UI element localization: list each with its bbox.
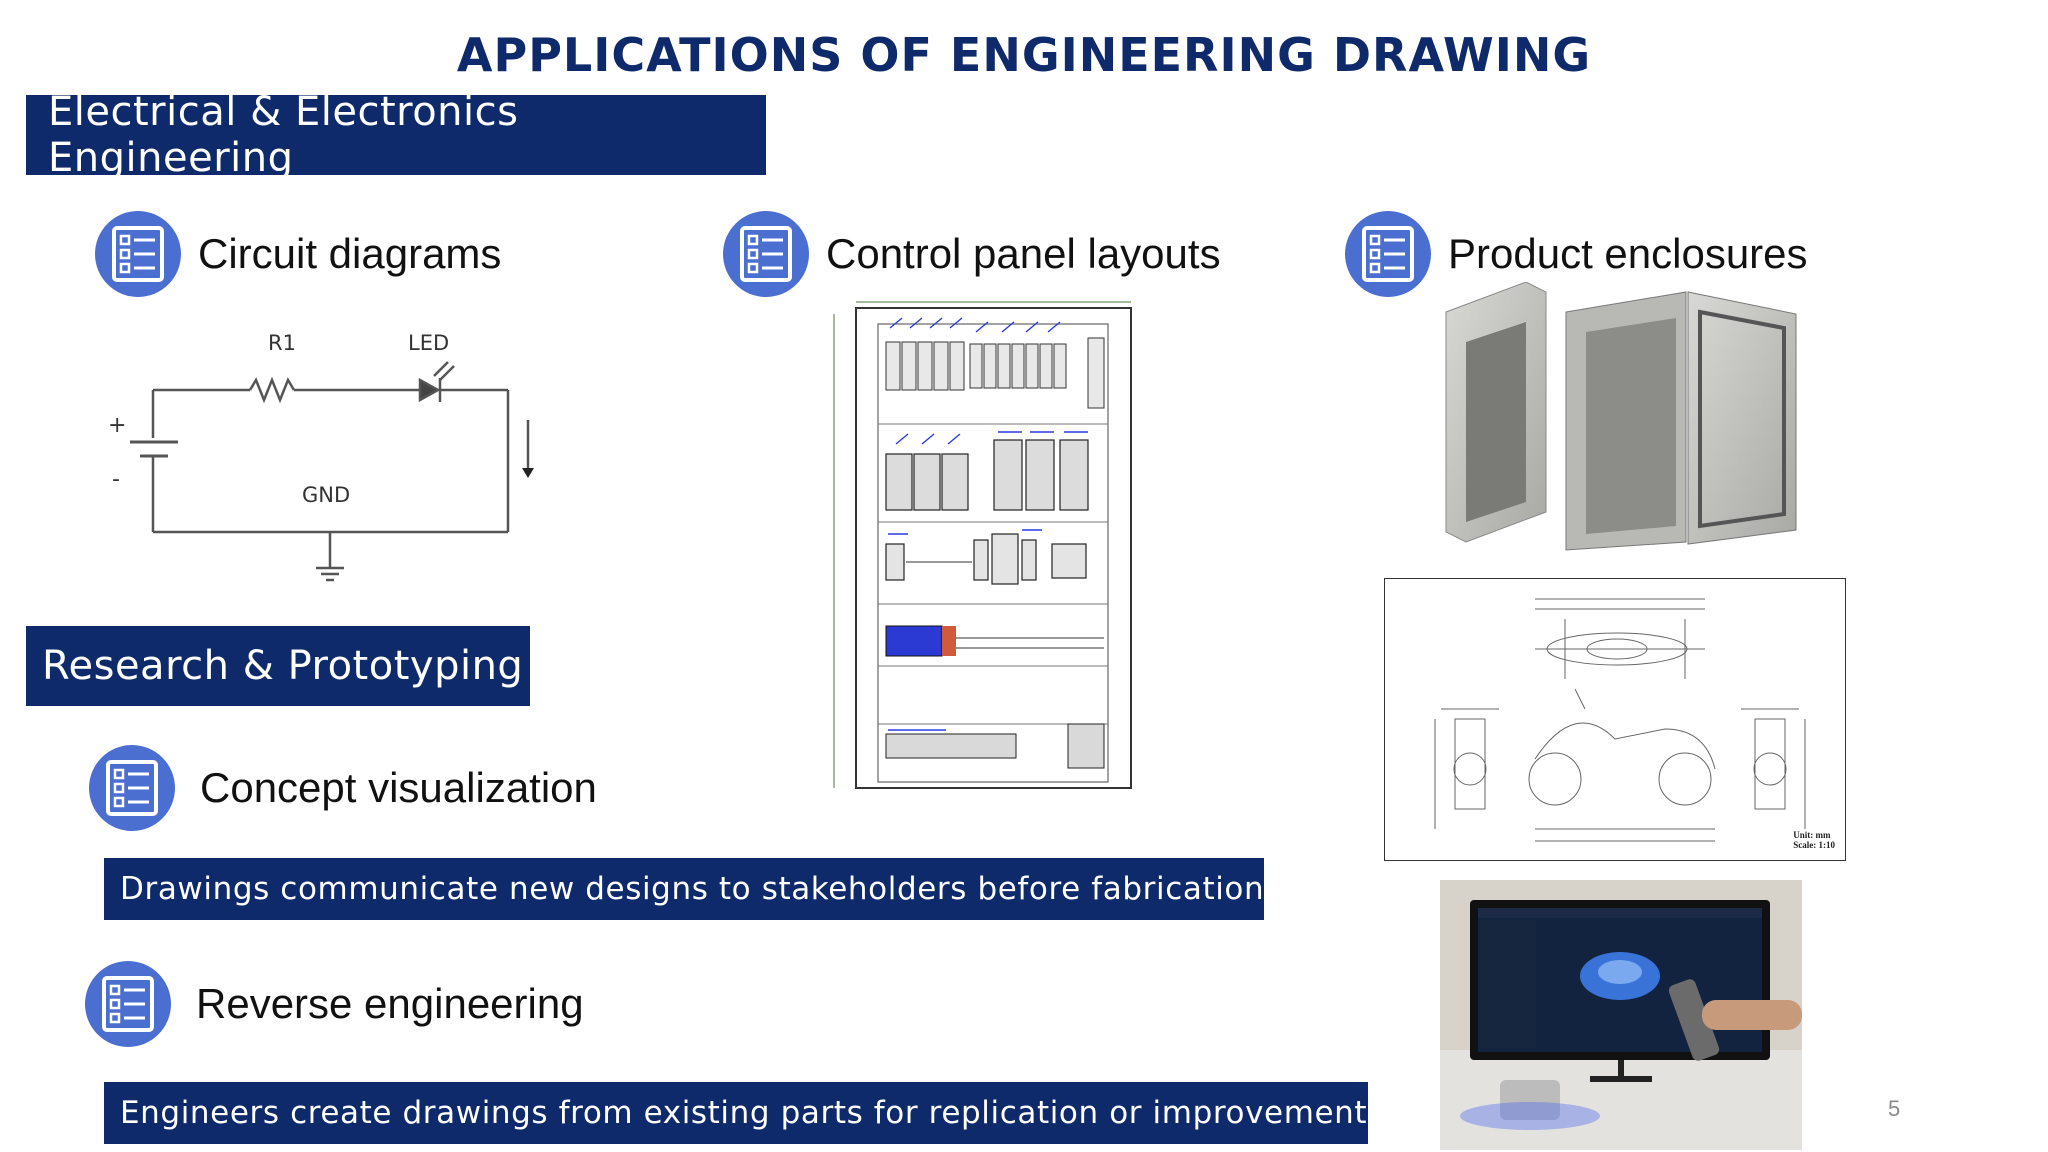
item-label: Concept visualization xyxy=(200,764,597,811)
section-heading-research: Research & Prototyping xyxy=(26,626,530,706)
scooter-scale-label: Scale: 1:10 xyxy=(1793,840,1835,850)
enclosure-photo xyxy=(1426,282,1806,572)
item-label: Control panel layouts xyxy=(826,230,1221,277)
item-label: Reverse engineering xyxy=(196,980,584,1027)
minus-label: - xyxy=(112,467,120,492)
item-label: Circuit diagrams xyxy=(198,230,502,277)
resistor-label: R1 xyxy=(268,331,296,355)
item-product-enclosures: Product enclosures xyxy=(1344,210,1808,298)
item-concept-visualization: Concept visualization xyxy=(88,744,597,832)
list-icon xyxy=(1345,211,1431,297)
description-reverse-engineering: Engineers create drawings from existing … xyxy=(104,1082,1377,1144)
list-icon xyxy=(723,211,809,297)
item-reverse-engineering: Reverse engineering xyxy=(84,960,584,1048)
control-panel-drawing xyxy=(826,294,1136,794)
scooter-unit-label: Unit: mm xyxy=(1793,830,1831,840)
circuit-diagram: R1 LED GND + - xyxy=(108,331,534,582)
item-label: Product enclosures xyxy=(1448,230,1808,277)
scanning-photo xyxy=(1440,880,1802,1150)
ground-label: GND xyxy=(302,483,350,507)
led-label: LED xyxy=(408,331,449,355)
scooter-drawing: Unit: mm Scale: 1:10 xyxy=(1384,578,1846,861)
description-concept-visualization: Drawings communicate new designs to stak… xyxy=(104,858,1274,920)
item-circuit-diagrams: Circuit diagrams xyxy=(94,210,501,298)
plus-label: + xyxy=(108,413,126,438)
list-icon xyxy=(95,211,181,297)
item-control-panel-layouts: Control panel layouts xyxy=(722,210,1221,298)
slide-title: APPLICATIONS OF ENGINEERING DRAWING xyxy=(456,28,1592,82)
scooter-drawing-lines xyxy=(1434,598,1806,842)
list-icon xyxy=(89,745,175,831)
page-number: 5 xyxy=(1888,1096,1901,1121)
section-heading-electrical: Electrical & Electronics Engineering xyxy=(26,89,766,181)
list-icon xyxy=(85,961,171,1047)
